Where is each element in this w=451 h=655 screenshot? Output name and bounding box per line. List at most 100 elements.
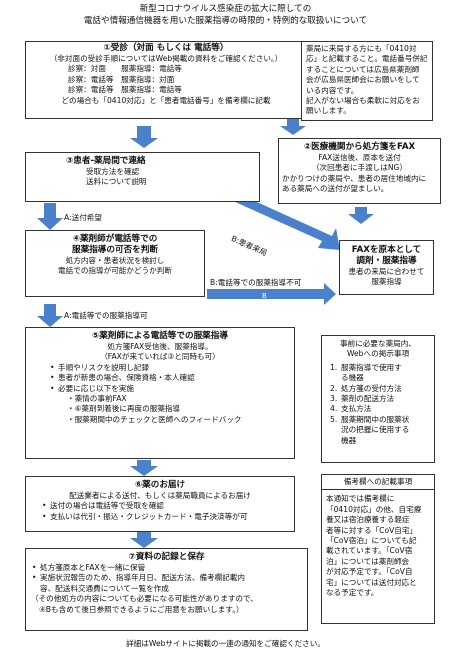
step2-box: ②医療機関から処方箋をFAX FAX送信後、原本を送付 （次回患者に手渡しはNG… bbox=[278, 138, 441, 204]
step5-subitem: ・⑥薬剤到着後に再度の服薬指導 bbox=[67, 404, 181, 414]
web-list-item: 3. 薬剤の配送方法 bbox=[330, 394, 430, 404]
web-item-line: 処方箋の受付方法 bbox=[341, 383, 402, 393]
step3-heading: ③患者-薬局間で連絡 bbox=[66, 156, 146, 166]
arrow-b-tag-2: B bbox=[262, 292, 267, 300]
web-item-line: る機器 bbox=[341, 373, 364, 383]
web-list-item: 1. 服薬指導で使用す る機器 bbox=[330, 363, 430, 384]
step4-heading-2: 服薬指導の可否を判断 bbox=[72, 245, 158, 255]
step7-bullet: 実施状況報告のため、指導年月日、配送方法、備考欄記載内 bbox=[31, 573, 302, 584]
step6-line: 配送業者による送付、もしくは薬局職員によるお届け bbox=[69, 491, 251, 500]
step7-heading: ⑦資料の記録と保存 bbox=[128, 552, 205, 562]
step1-line: どの場合も「0410対応」と「患者電話番号」を備考欄に記載 bbox=[61, 95, 271, 105]
step1-line: 診察：電話等 服薬指導：対面 bbox=[68, 74, 175, 84]
fax-line: 患者の来局に合わせて bbox=[348, 267, 425, 276]
page-title: 新型コロナウイルス感染症の拡大に際しての 電話や情報通信機器を用いた服薬指導の時… bbox=[0, 4, 451, 27]
web-heading-2: Webへの掲示事項 bbox=[346, 349, 410, 359]
step6-bullet: 送付の場合は電話等で受取を確認 bbox=[41, 501, 289, 512]
remarks-line: 宅」については送付対応と bbox=[326, 577, 417, 587]
arrow-step5-to-step6 bbox=[130, 460, 158, 476]
note1-line: いる内容です。 bbox=[306, 85, 359, 95]
web-item-line: 薬剤の配送方法 bbox=[341, 394, 395, 404]
web-heading-1: 事前に必要な薬局内、 bbox=[340, 339, 416, 348]
remarks-line: 者等に対する「CoV自宅」 bbox=[326, 525, 418, 535]
step7-line: ④Bも含めて後日参照できるようにご用意をお願いします。） bbox=[39, 604, 244, 614]
step5-line: （FAXが来ていれば③と同時も可） bbox=[100, 352, 220, 362]
web-item-line: 況の把握に使用する bbox=[341, 425, 410, 435]
title-line-2: 電話や情報通信機器を用いた服薬指導の時限的・特例的な取扱いについて bbox=[83, 15, 368, 26]
note1-line: 記入がない場合も柔軟に対応をお bbox=[306, 96, 420, 106]
step2-line: ある薬局への送付が望ましい。 bbox=[282, 184, 389, 194]
remarks-line: 泊」については薬剤師会 bbox=[326, 556, 410, 566]
step2-heading: ②医療機関から処方箋をFAX bbox=[303, 142, 416, 152]
step3-box: ③患者-薬局間で連絡 受取方法を確認 送料について説明 bbox=[25, 152, 260, 202]
step3-line: 受取方法を確認 bbox=[86, 167, 140, 176]
arrow-step1-to-step3 bbox=[130, 126, 158, 148]
web-item-number: 2. bbox=[330, 383, 338, 393]
web-posting-box: 事前に必要な薬局内、 Webへの掲示事項 1. 服薬指導で使用す る機器 2. … bbox=[321, 335, 435, 463]
step3-line: 送料について説明 bbox=[86, 177, 147, 187]
web-list-item: 4. 支払方法 bbox=[330, 404, 430, 414]
arrow-step3-to-step4 bbox=[37, 203, 63, 230]
step7-box: ⑦資料の記録と保存 処方箋原本とFAXを一緒に保管 実施状況報告のため、指導年月… bbox=[25, 548, 308, 631]
step5-subitem: ・服薬期間中のチェックと医師へのフィードバック bbox=[67, 414, 242, 424]
arrow-a-label-2: A:電話等での服薬指導可 bbox=[64, 311, 148, 320]
step5-subitem: ・薬情の事前FAX bbox=[67, 394, 127, 404]
step5-bullet: 手順やリスクを説明し記録 bbox=[49, 363, 289, 374]
remarks-line: なる予定です。 bbox=[326, 588, 379, 598]
remarks-line: 養又は宿泊療養する軽症 bbox=[326, 515, 410, 525]
note1-line: 会が広島県医師会にお願いをして bbox=[306, 75, 420, 85]
note1-line: 薬局に来局する方にも「0410対 bbox=[306, 44, 417, 53]
footer-note: 詳細はWebサイトに掲載の一連の通知をご確認ください。 bbox=[126, 639, 325, 648]
web-item-line: 支払方法 bbox=[341, 404, 372, 414]
step7-line: （その他処方の内容についても必要になる可能性がありますので、 bbox=[31, 594, 258, 604]
step1-line: （非対面の受診手順についてはWeb掲載の資料をご確認ください。） bbox=[49, 54, 283, 63]
step1-box: ①受診（対面 もしくは 電話等） （非対面の受診手順についてはWeb掲載の資料を… bbox=[25, 41, 307, 119]
step7-bullet: 処方箋原本とFAXを一緒に保管 bbox=[31, 563, 302, 574]
remarks-line: 「0410対応」の他、自宅療 bbox=[326, 504, 422, 514]
step4-box: ④薬剤師が電話等での 服薬指導の可否を判断 処方内容・患者状況を検討し 電話での… bbox=[25, 230, 205, 297]
web-item-number: 1. bbox=[330, 362, 338, 372]
arrow-b-label-2: B:電話等での服薬指導不可 bbox=[210, 278, 302, 287]
arrow-b-tag-1: B bbox=[259, 222, 264, 230]
step5-heading: ⑤薬剤師による電話等での服薬指導 bbox=[92, 331, 228, 341]
note1-box: 薬局に来局する方にも「0410対 応」と記載すること。電話番号併記 することにつ… bbox=[301, 41, 433, 121]
step4-line: 処方内容・患者状況を検討し bbox=[65, 256, 165, 265]
arrow-note-to-step2 bbox=[280, 118, 306, 135]
arrow-step4-to-step5 bbox=[37, 304, 63, 327]
remarks-line: が対応予定です。「CoV自 bbox=[326, 567, 413, 577]
remarks-line: 「CoV宿泊」についても記 bbox=[326, 536, 417, 546]
web-item-line: 服薬指導で使用す bbox=[341, 362, 402, 372]
arrow-step6-to-step7 bbox=[130, 532, 158, 548]
web-item-line: 服薬期間中の服薬状 bbox=[341, 414, 410, 424]
step7-bullet-cont: 容、配送料交通費について一覧を作成 bbox=[40, 583, 169, 593]
fax-original-box: FAXを原本として 調剤・服薬指導 患者の来局に合わせて 服薬指導 bbox=[339, 240, 434, 295]
arrow-step3-to-fax bbox=[224, 189, 340, 250]
note1-line: することについては広島県薬剤師 bbox=[306, 64, 420, 74]
fax-line: 服薬指導 bbox=[371, 277, 402, 287]
web-item-number: 3. bbox=[330, 394, 338, 404]
arrow-step2-to-fax bbox=[348, 207, 374, 224]
note1-line: 応」と記載すること。電話番号併記 bbox=[306, 54, 428, 64]
fax-heading-2: 調剤・服薬指導 bbox=[356, 256, 417, 266]
step1-line: 診察：対面 服薬指導：電話等 bbox=[68, 64, 182, 74]
note1-line: 願いします。 bbox=[306, 106, 351, 116]
step5-bullet: 患者が新患の場合、保険資格・本人確認 bbox=[49, 373, 289, 384]
step6-bullet: 支払いは代引・振込・クレジットカード・電子決済等が可 bbox=[41, 512, 289, 523]
step1-line: 診察：電話等 服薬指導：電話等 bbox=[68, 85, 182, 95]
step6-heading: ⑥薬のお届け bbox=[134, 480, 186, 490]
arrow-a-label-1: A:送付希望 bbox=[64, 213, 102, 222]
web-list-item: 2. 処方箋の受付方法 bbox=[330, 384, 430, 394]
remarks-line: 本通知では備考欄に bbox=[326, 494, 395, 504]
step5-bullet: 必要に応じ以下を実施 bbox=[49, 384, 289, 395]
step4-heading: ④薬剤師が電話等での bbox=[72, 234, 158, 244]
step5-line: 処方箋FAX受信後、服薬指導。 bbox=[107, 342, 213, 351]
web-item-line: 機器 bbox=[341, 435, 357, 445]
step2-line: FAX送信後、原本を送付 bbox=[318, 153, 401, 162]
title-line-1: 新型コロナウイルス感染症の拡大に際しての bbox=[139, 4, 312, 14]
remarks-box: 備考欄への記載事項 本通知では備考欄に 「0410対応」の他、自宅療 養又は宿泊… bbox=[321, 474, 435, 624]
step2-line: かかりつけの薬局や、患者の居住地域内に bbox=[282, 173, 427, 183]
remarks-line: 載されています。「CoV宿 bbox=[326, 546, 413, 556]
step6-box: ⑥薬のお届け 配送業者による送付、もしくは薬局職員によるお届け 送付の場合は電話… bbox=[25, 476, 295, 532]
step2-line: （次回患者に手渡しはNG） bbox=[311, 163, 408, 173]
